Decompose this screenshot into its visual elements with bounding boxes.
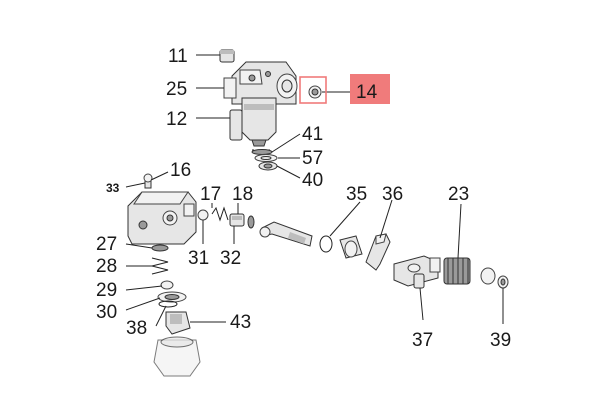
middle-row-assembly <box>197 206 509 289</box>
label-14[interactable]: 14 <box>356 82 378 103</box>
label-11[interactable]: 11 <box>168 46 188 67</box>
upper-housing-assembly <box>219 49 322 171</box>
part-29-ball[interactable] <box>160 280 174 290</box>
part-43-nozzle[interactable] <box>165 311 191 335</box>
label-31[interactable]: 31 <box>188 248 209 269</box>
main-valve-block[interactable] <box>127 191 197 245</box>
part-16-screw[interactable] <box>143 173 153 189</box>
part-14-nut[interactable] <box>308 85 322 99</box>
label-41[interactable]: 41 <box>302 124 323 145</box>
part-57-ring[interactable] <box>254 154 278 162</box>
left-block-assembly <box>127 173 201 377</box>
piston-rod[interactable] <box>259 221 313 247</box>
part-30-ring[interactable] <box>157 291 187 303</box>
label-12[interactable]: 12 <box>166 109 187 130</box>
part-32-plug[interactable] <box>229 213 245 227</box>
part-labels: 11 25 12 14 41 57 40 16 33 17 18 31 32 3… <box>96 46 511 351</box>
part-31-ball[interactable] <box>197 209 209 221</box>
part-17-spring[interactable] <box>211 206 229 222</box>
label-32[interactable]: 32 <box>220 248 241 269</box>
part-41-clip[interactable] <box>251 149 273 155</box>
label-30[interactable]: 30 <box>96 302 117 323</box>
label-33[interactable]: 33 <box>106 181 120 195</box>
label-23[interactable]: 23 <box>448 184 469 205</box>
label-57[interactable]: 57 <box>302 148 323 169</box>
part-27-seal[interactable] <box>151 244 169 252</box>
label-25[interactable]: 25 <box>166 79 187 100</box>
part-12-barrel[interactable] <box>229 97 277 147</box>
part-11-cap[interactable] <box>219 49 235 63</box>
cylinder-body[interactable] <box>393 255 441 287</box>
label-18[interactable]: 18 <box>232 184 253 205</box>
label-35[interactable]: 35 <box>346 184 367 205</box>
label-37[interactable]: 37 <box>412 330 433 351</box>
part-14-label-box <box>350 74 390 104</box>
lower-housing-faded <box>153 336 201 377</box>
label-29[interactable]: 29 <box>96 280 117 301</box>
part-23-bellows[interactable] <box>443 257 471 285</box>
part-23-endcap[interactable] <box>480 267 496 285</box>
part-39-washer[interactable] <box>497 275 509 289</box>
part-40-washer[interactable] <box>258 161 278 171</box>
leader-lines <box>125 54 504 327</box>
part-28-spring[interactable] <box>151 257 169 275</box>
label-28[interactable]: 28 <box>96 256 117 277</box>
label-38[interactable]: 38 <box>126 318 147 339</box>
part-35-oring[interactable] <box>319 235 333 253</box>
label-16[interactable]: 16 <box>170 160 191 181</box>
label-39[interactable]: 39 <box>490 330 511 351</box>
highlight-14 <box>299 74 390 104</box>
label-17[interactable]: 17 <box>200 184 221 205</box>
part-25-housing[interactable] <box>223 61 298 105</box>
part-37-pin[interactable] <box>413 273 425 289</box>
part-36-bracket[interactable] <box>365 233 391 271</box>
part-38-oring[interactable] <box>158 300 178 308</box>
label-27[interactable]: 27 <box>96 234 117 255</box>
part-35-sleeve[interactable] <box>339 235 363 259</box>
label-43[interactable]: 43 <box>230 312 251 333</box>
part-18-seal[interactable] <box>247 215 255 229</box>
label-36[interactable]: 36 <box>382 184 403 205</box>
label-40[interactable]: 40 <box>302 170 323 191</box>
